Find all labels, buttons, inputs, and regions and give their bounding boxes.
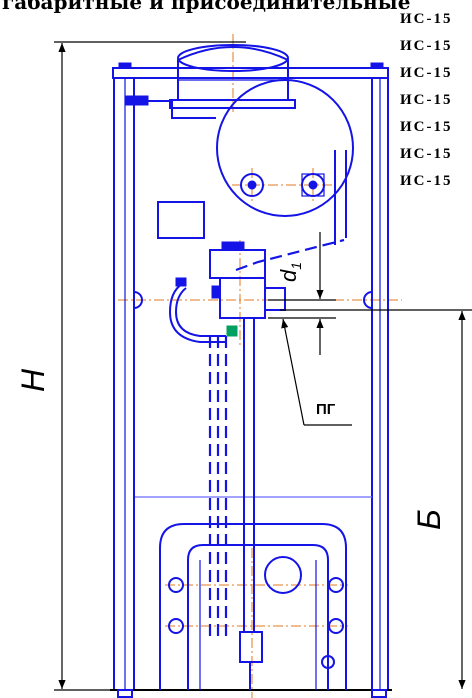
fan-housing (169, 44, 296, 109)
dimension-height: H (15, 41, 246, 691)
dimension-diameter: d1 (268, 232, 336, 355)
burner-bolt (168, 618, 184, 634)
fitting-left (240, 173, 264, 197)
gas-connection-callout: ПГ (281, 318, 352, 426)
fitting-right-core (308, 180, 318, 190)
boiler-frame (110, 62, 392, 698)
sensor-tube (148, 100, 216, 119)
corner-bolt-right (370, 62, 384, 69)
diameter-label: d1 (276, 262, 304, 282)
model-item: ИС-15 (400, 65, 453, 81)
fan-body (177, 46, 289, 100)
burner-inner (187, 544, 329, 690)
dashed-pipe (235, 238, 345, 272)
pilot-tube-inner (174, 287, 226, 337)
pilot-connector (175, 277, 187, 287)
burner-enclosure (159, 523, 347, 690)
fitting-left-core (247, 180, 257, 190)
right-rail-notch (363, 291, 373, 309)
model-item: ИС-15 (400, 92, 453, 108)
burner-bolt (328, 618, 344, 634)
left-rail (113, 77, 135, 691)
valve-green-element (226, 325, 238, 337)
sensor-box (125, 95, 149, 106)
model-item: ИС-15 (400, 146, 453, 162)
supply-tubes (208, 318, 263, 690)
burner-bolt (321, 655, 335, 669)
title-fragment: габаритные и присоединительные (2, 0, 410, 14)
valve-outlet (264, 287, 286, 311)
heat-exchanger-plate (216, 79, 354, 217)
burner-bolt (168, 577, 184, 593)
fan-top (177, 44, 289, 72)
foot-right (371, 689, 387, 698)
top-plate (112, 67, 389, 79)
gas-connection-leader (281, 318, 305, 426)
fan-flange (169, 99, 296, 109)
valve-upper-body (209, 249, 266, 279)
height-label: H (15, 368, 51, 392)
diameter-label-subscript: 1 (288, 262, 304, 270)
upper-internals (125, 79, 354, 272)
gas-connection-label: ПГ (316, 401, 336, 418)
control-box (157, 201, 205, 239)
corner-bolt-left (118, 62, 132, 69)
model-item: ИС-15 (400, 11, 453, 27)
model-item: ИС-15 (400, 173, 453, 189)
model-item: ИС-15 (400, 38, 453, 54)
pilot-tube-outer (168, 283, 226, 343)
fitting-right-nut (301, 173, 325, 197)
valve-knob (211, 285, 221, 299)
model-item: ИС-15 (400, 119, 453, 135)
diameter-label-main: d (276, 269, 301, 282)
gas-valve-assembly (168, 241, 286, 343)
foot-left (117, 689, 133, 698)
gas-height-label: Б (411, 509, 447, 530)
dimension-gas-height: Б (280, 309, 472, 689)
valve-lower-body (219, 277, 266, 319)
burner-area (159, 523, 347, 690)
gas-tube-nut (239, 631, 263, 663)
igniter (264, 556, 302, 594)
model-list: ИС-15 ИС-15 ИС-15 ИС-15 ИС-15 ИС-15 ИС-1… (400, 11, 453, 189)
left-rail-notch (133, 291, 143, 309)
valve-top-cap (221, 241, 245, 251)
burner-bolt (328, 577, 344, 593)
